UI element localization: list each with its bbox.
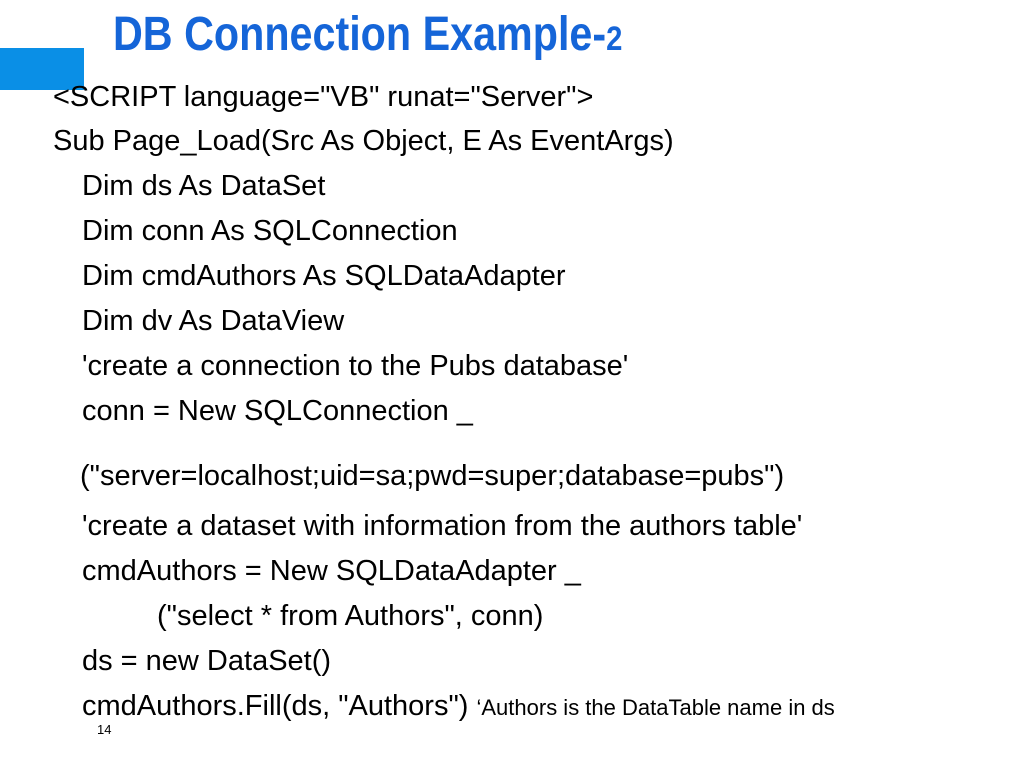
slide-number: 14 (97, 722, 112, 737)
accent-bar (0, 48, 84, 90)
code-line-3: Dim ds As DataSet (82, 170, 326, 202)
code-line-14: cmdAuthors.Fill(ds, "Authors") ‘Authors … (82, 689, 835, 725)
code-line-11: cmdAuthors = New SQLDataAdapter _ (82, 555, 581, 587)
code-line-5: Dim cmdAuthors As SQLDataAdapter (82, 260, 566, 292)
code-line-6: Dim dv As DataView (82, 305, 345, 337)
code-line-13: ds = new DataSet() (82, 645, 332, 677)
slide-title-main: DB Connection Example- (113, 8, 607, 61)
slide-title-suffix: 2 (606, 20, 623, 58)
slide-title: DB Connection Example-2 (113, 6, 622, 68)
code-line-12: ("select * from Authors", conn) (157, 600, 544, 632)
code-line-2: Sub Page_Load(Src As Object, E As EventA… (53, 125, 674, 157)
code-line-9: ("server=localhost;uid=sa;pwd=super;data… (80, 460, 785, 492)
code-line-4: Dim conn As SQLConnection (82, 215, 458, 247)
code-line-14-text: cmdAuthors.Fill(ds, "Authors") (82, 690, 469, 722)
code-line-8: conn = New SQLConnection _ (82, 395, 473, 427)
code-line-7: 'create a connection to the Pubs databas… (82, 350, 629, 382)
code-line-10: 'create a dataset with information from … (82, 510, 803, 542)
code-line-1: <SCRIPT language="VB" runat="Server"> (53, 81, 594, 113)
code-line-14-comment: ‘Authors is the DataTable name in ds (476, 695, 835, 720)
